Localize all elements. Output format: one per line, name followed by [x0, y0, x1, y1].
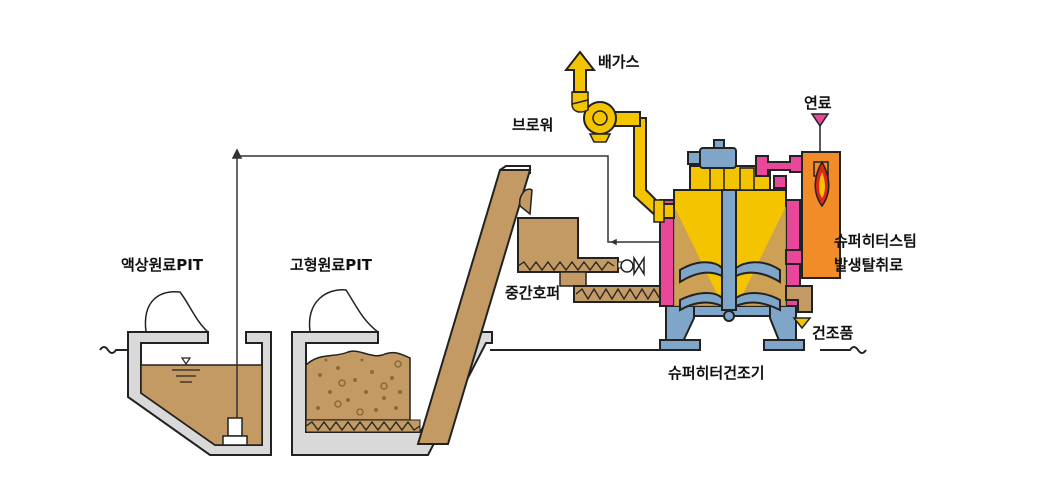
blower-label: 브로워	[512, 116, 553, 134]
liquid-pit-leader	[144, 291, 209, 333]
liquid-material	[140, 364, 263, 446]
dryer-motor	[687, 139, 737, 169]
dried-product-outlet	[785, 285, 813, 330]
ground-line-left	[99, 346, 867, 354]
inclined-conveyor	[416, 165, 533, 445]
steam-generator-label-line2: 발생탈취로	[834, 256, 903, 274]
conveyor-discharge	[518, 188, 533, 216]
steam-generator-label-line1: 슈퍼히터스팀	[834, 232, 917, 250]
recirculation-line	[231, 148, 660, 418]
solid-pit-leader	[308, 289, 379, 333]
dried-product-label: 건조품	[812, 324, 854, 342]
exhaust-arrow	[563, 50, 597, 93]
transfer-chute	[559, 271, 587, 287]
exhaust-gas-label: 배가스	[598, 53, 640, 71]
fuel-label: 연료	[804, 94, 832, 112]
feed-screw-conveyor	[573, 285, 669, 303]
superheater-furnace	[801, 151, 841, 279]
gas-duct	[603, 111, 675, 223]
dryer-label: 슈퍼히터건조기	[668, 364, 765, 382]
solid-material	[305, 350, 411, 421]
liquid-pit-label: 액상원료PIT	[121, 256, 204, 274]
submersible-pump	[222, 417, 248, 446]
fuel-arrow	[810, 113, 830, 152]
material-particles	[316, 358, 402, 412]
solid-pit-label: 고형원료PIT	[290, 256, 373, 274]
hopper-screw	[517, 260, 615, 272]
intermediate-hopper	[517, 217, 625, 287]
water-level-mark	[172, 357, 200, 383]
bottom-screw-conveyor	[305, 419, 421, 433]
liquid-pit	[127, 331, 272, 456]
valve-symbol	[620, 255, 645, 277]
agitator-shaft	[679, 189, 781, 322]
blower	[571, 91, 617, 143]
intermediate-hopper-label: 중간호퍼	[505, 284, 560, 302]
